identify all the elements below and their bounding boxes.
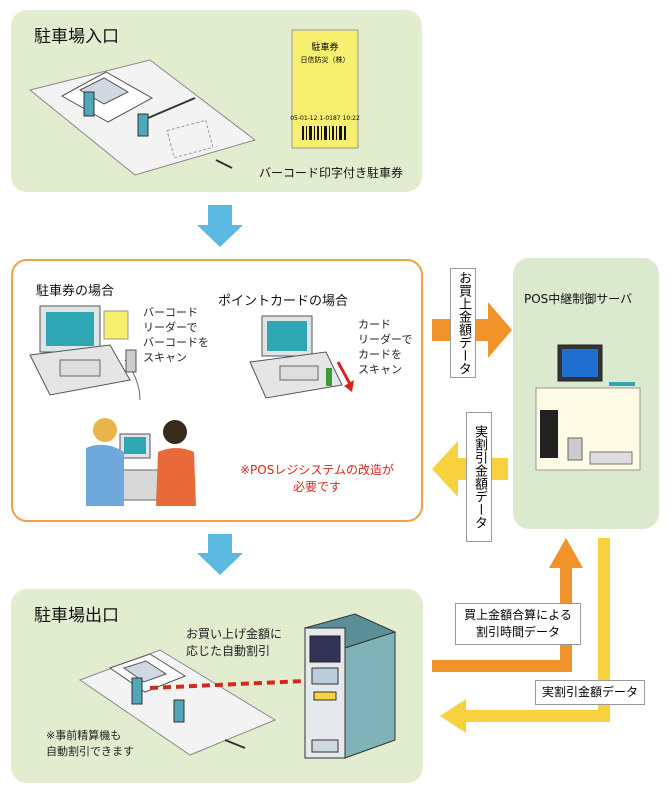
ticket-case-text: バーコード リーダーで バーコードを スキャン xyxy=(143,306,209,364)
entrance-title: 駐車場入口 xyxy=(34,27,119,47)
purchase-data-label: お買上金額データ xyxy=(450,268,476,378)
down-arrow-1 xyxy=(197,205,243,247)
ticket-caption: バーコード印字付き駐車券 xyxy=(259,166,404,180)
actual-discount-data-label: 実割引金額データ xyxy=(535,680,646,705)
parking-ticket-illustration: 駐車券 日信防災（株） 05-01-12 1-0187 10:22 xyxy=(290,29,360,149)
actual-discount-arrow xyxy=(440,538,610,733)
ticket-case-title: 駐車券の場合 xyxy=(36,284,115,299)
cashier-scene-illustration xyxy=(86,418,196,506)
card-case-title: ポイントカードの場合 xyxy=(218,294,349,309)
auto-discount-label: お買い上げ金額に 応じた自動割引 xyxy=(186,627,283,658)
server-pc-illustration xyxy=(535,344,641,471)
pos-note: ※POSレジシステムの改造が 必要です xyxy=(240,463,394,494)
ticket-code: 05-01-12 1-0187 10:22 xyxy=(290,115,360,122)
discount-data-label: 実割引金額データ xyxy=(466,412,492,542)
exit-footnote: ※事前精算機も 自動割引できます xyxy=(46,729,134,758)
ticket-company: 日信防災（株） xyxy=(301,55,350,64)
ticket-title: 駐車券 xyxy=(311,41,338,53)
down-arrow-2 xyxy=(197,534,243,575)
pos-register-card xyxy=(249,315,354,399)
exit-title: 駐車場出口 xyxy=(34,606,119,626)
entrance-parking-illustration xyxy=(28,59,257,176)
pay-station-illustration xyxy=(303,613,397,759)
card-case-text: カード リーダーで カードを スキャン xyxy=(358,318,413,376)
discount-time-data-label: 買上金額合算による 割引時間データ xyxy=(455,603,581,645)
server-title: POS中継制御サーバ xyxy=(524,292,633,306)
pos-panel xyxy=(11,259,423,522)
pos-register-ticket xyxy=(29,305,141,401)
exit-parking-illustration xyxy=(78,649,306,756)
discount-time-arrow xyxy=(432,538,583,672)
